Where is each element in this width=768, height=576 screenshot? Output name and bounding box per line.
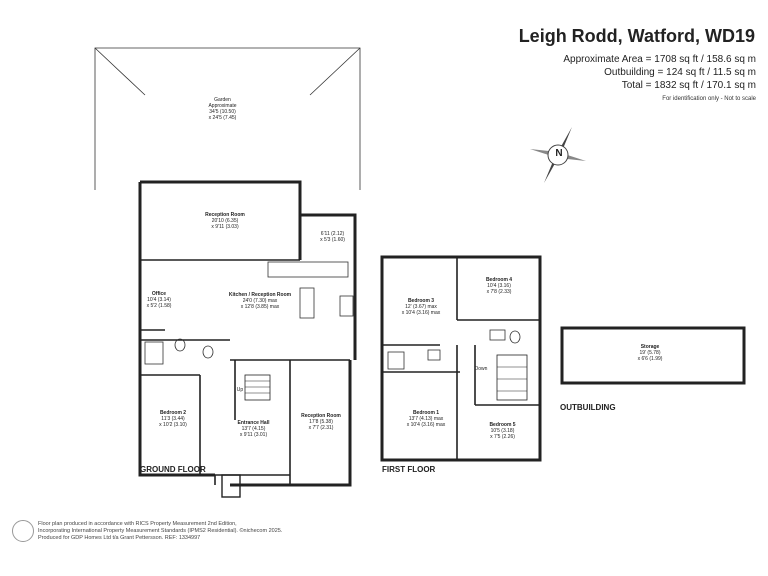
page-title: Leigh Rodd, Watford, WD19: [518, 26, 755, 46]
room-name: Bedroom 4: [485, 277, 513, 283]
room-dim: x 6'6 (1.99): [637, 356, 663, 362]
disclaimer-note: For identification only - Not to scale: [662, 96, 756, 102]
room-bedroom-4: Bedroom 4 10'4 (3.16) x 7'8 (2.33): [470, 277, 528, 295]
room-dim: x 7'7 (2.31): [308, 425, 334, 431]
total-area: Total = 1832 sq ft / 170.1 sq m: [621, 80, 756, 91]
room-reception-1: Reception Room 20'10 (6.35) x 9'11 (3.03…: [180, 212, 270, 230]
room-dim: 11'3 (3.44): [161, 416, 185, 422]
room-dim: 13'7 (4.13) max: [408, 416, 444, 422]
room-name: Bedroom 5: [489, 422, 516, 428]
room-reception-2: Reception Room 17'8 (5.38) x 7'7 (2.31): [293, 413, 349, 431]
room-name: Kitchen / Reception Room: [228, 292, 292, 298]
room-dim: 24'0 (7.30) max: [242, 298, 278, 304]
room-bedroom-5: Bedroom 5 10'5 (3.18) x 7'5 (2.26): [475, 422, 530, 440]
room-dim: x 10'2 (3.10): [159, 422, 187, 428]
footer-line: Produced for GDP Homes Ltd t/a Grant Pet…: [38, 535, 201, 541]
ground-floor-partitions: [140, 259, 350, 485]
room-dim: x 9'11 (3.03): [211, 224, 239, 230]
ground-floor-label: GROUND FLOOR: [140, 465, 206, 474]
outbuilding-walls: [560, 326, 746, 385]
room-bedroom-2: Bedroom 2 11'3 (3.44) x 10'2 (3.10): [148, 410, 198, 428]
room-name: Garden: [214, 97, 231, 103]
room-dim: 6'11 (2.12): [320, 231, 345, 237]
room-utility: 6'11 (2.12) x 5'3 (1.60): [310, 231, 355, 243]
room-name: Bedroom 1: [412, 410, 440, 416]
room-bedroom-1: Bedroom 1 13'7 (4.13) max x 10'4 (3.16) …: [395, 410, 457, 428]
ground-floor-walls: [138, 180, 357, 487]
room-entrance-hall: Entrance Hall 13'7 (4.15) x 9'11 (3.01): [226, 420, 281, 438]
room-bedroom-3: Bedroom 3 12' (3.67) max x 10'4 (3.16) m…: [392, 298, 450, 316]
room-name: Bedroom 2: [159, 410, 187, 416]
kitchen-fittings: [144, 261, 354, 365]
room-dim: 19' (5.78): [639, 350, 661, 356]
first-floor-walls: [380, 255, 542, 462]
garden-outline: [94, 47, 361, 190]
room-dim: x 5'2 (1.58): [146, 303, 172, 309]
room-name: Entrance Hall: [237, 420, 270, 426]
room-dim: 13'7 (4.15): [241, 426, 266, 432]
approx-area: Approximate Area = 1708 sq ft / 158.6 sq…: [563, 54, 756, 65]
room-name: Reception Room: [301, 413, 341, 419]
room-dim: Approximate: [208, 103, 237, 109]
room-dim: 34'5 (10.50): [209, 109, 236, 115]
outbuilding-label: OUTBUILDING: [560, 403, 616, 412]
room-dim: 17'8 (5.38): [309, 419, 333, 425]
room-dim: x 7'8 (2.33): [486, 289, 512, 295]
room-storage: Storage 19' (5.78) x 6'6 (1.99): [620, 344, 680, 362]
first-floor-partitions: [382, 257, 540, 460]
room-dim: 20'10 (6.35): [211, 218, 239, 224]
compass-north-label: N: [555, 148, 563, 159]
compass-icon: [530, 127, 586, 183]
footer-line: Floor plan produced in accordance with R…: [38, 521, 237, 527]
room-name: Bedroom 3: [407, 298, 435, 304]
entrance-porch: [221, 474, 241, 498]
room-dim: 12' (3.67) max: [405, 304, 437, 310]
stairs-up-marker: Up: [236, 387, 244, 393]
room-dim: 10'4 (3.16): [487, 283, 511, 289]
room-office: Office 10'4 (3.14) x 5'2 (1.58): [143, 291, 175, 309]
outbuilding-area: Outbuilding = 124 sq ft / 11.5 sq m: [604, 67, 756, 78]
first-floor-label: FIRST FLOOR: [382, 465, 436, 474]
room-dim: x 7'5 (2.26): [490, 434, 515, 440]
room-dim: x 12'8 (3.85) max: [240, 304, 280, 310]
stairs-down-marker: Down: [474, 366, 488, 372]
room-garden: Garden Approximate 34'5 (10.50) x 24'5 (…: [180, 97, 265, 121]
room-dim: x 24'5 (7.45): [208, 115, 237, 121]
room-kitchen: Kitchen / Reception Room 24'0 (7.30) max…: [210, 292, 310, 310]
room-name: Storage: [640, 344, 660, 350]
room-dim: x 10'4 (3.16) max: [406, 422, 446, 428]
room-dim: 10'4 (3.14): [147, 297, 171, 303]
footer-note: Floor plan produced in accordance with R…: [38, 521, 282, 542]
room-dim: 10'5 (3.18): [490, 428, 515, 434]
footer-line: Incorporating International Property Mea…: [38, 528, 283, 534]
rics-logo-icon: [12, 520, 34, 542]
room-dim: x 9'11 (3.01): [239, 432, 268, 438]
room-dim: x 5'3 (1.60): [320, 237, 345, 243]
first-floor-fittings: [387, 329, 521, 370]
room-name: Reception Room: [205, 212, 245, 218]
room-name: Office: [151, 291, 167, 297]
room-dim: x 10'4 (3.16) max: [401, 310, 441, 316]
